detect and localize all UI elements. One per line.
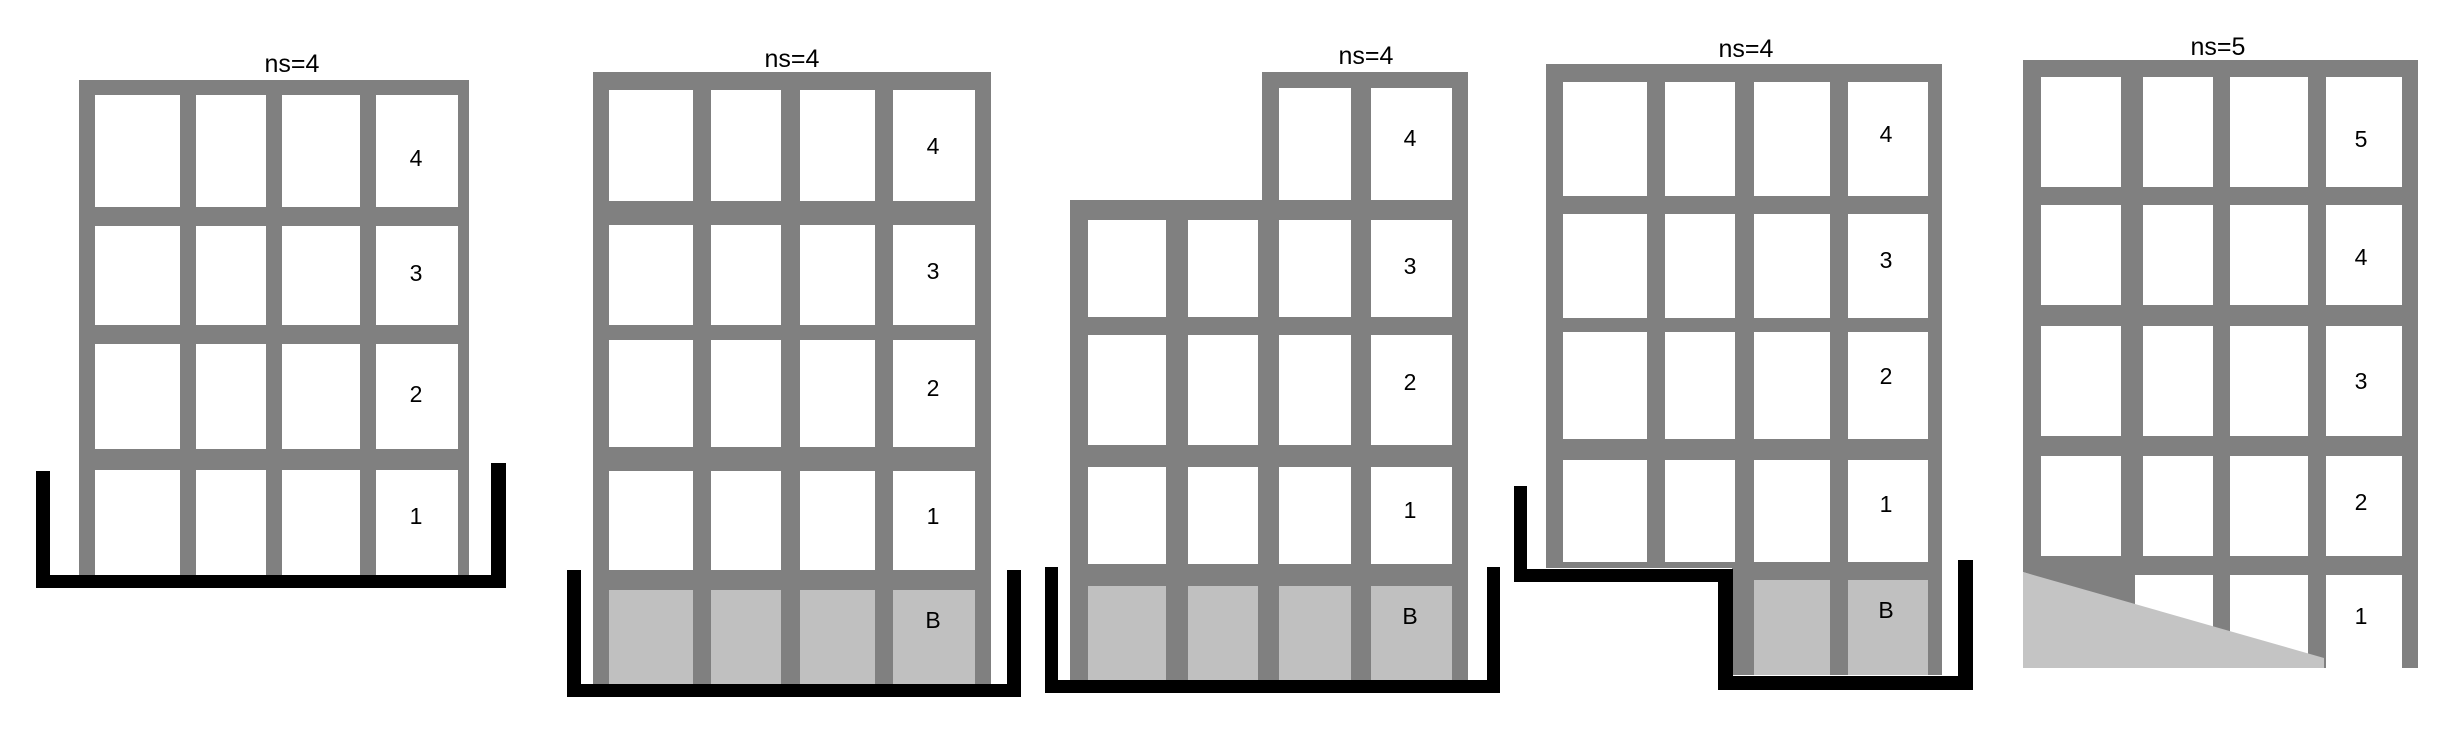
frame-4-basement-cells [1754, 580, 1928, 675]
frame-1-floor-label: 1 [410, 503, 423, 529]
frame-1: ns=4 4 3 2 1 [36, 50, 506, 588]
frame-3-openings [1088, 88, 1452, 564]
frame-4-openings [1563, 82, 1928, 562]
frame-2-title: ns=4 [765, 45, 820, 73]
frame-3-ground [1045, 567, 1500, 693]
frame-5-openings [2041, 77, 2402, 668]
frame-4-floor-label: 2 [1880, 363, 1893, 389]
frame-2-openings [609, 90, 975, 570]
frame-4-floor-label: 3 [1880, 247, 1893, 273]
frame-5-structure [2023, 60, 2418, 668]
frame-5-title: ns=5 [2191, 33, 2246, 61]
frame-2-ground [567, 570, 1021, 697]
frame-4-floor-label: 1 [1880, 491, 1893, 517]
frame-3-floor-label: 1 [1404, 497, 1417, 523]
frame-2-floor-label: 4 [927, 133, 940, 159]
frame-5-floor-label: 1 [2355, 603, 2368, 629]
frame-3-floor-label: B [1402, 603, 1417, 629]
frame-5-floor-label: 3 [2355, 368, 2368, 394]
frame-2-floor-label: 1 [927, 503, 940, 529]
frame-1-ground [36, 463, 506, 588]
frame-3: ns=4 4 3 2 1 B [1045, 42, 1500, 693]
frame-5-sloping-ground [2023, 572, 2324, 668]
frame-1-title: ns=4 [265, 50, 320, 78]
frame-5-floor-label: 4 [2355, 244, 2368, 270]
frame-3-title: ns=4 [1339, 42, 1394, 70]
frame-1-floor-label: 4 [410, 145, 423, 171]
frame-4-floor-label: 4 [1880, 121, 1893, 147]
frame-2-floor-label: 2 [927, 375, 940, 401]
frame-3-basement-cells [1088, 586, 1452, 680]
frame-5-floor-label: 5 [2355, 126, 2368, 152]
frame-4-title: ns=4 [1719, 35, 1774, 63]
frame-2-basement-cells [609, 590, 975, 685]
frame-5: ns=5 5 4 3 2 1 [2023, 33, 2418, 668]
frame-4: ns=4 4 3 2 1 B [1514, 35, 1973, 690]
frame-5-floor-label: 2 [2355, 489, 2368, 515]
frame-3-floor-label: 2 [1404, 369, 1417, 395]
frame-2: ns=4 4 3 2 1 B [567, 45, 1021, 697]
frame-3-floor-label: 3 [1404, 253, 1417, 279]
frame-4-ground [1514, 486, 1973, 690]
frame-3-floor-label: 4 [1404, 125, 1417, 151]
frame-3-structure [1070, 72, 1468, 680]
frame-2-floor-label: 3 [927, 258, 940, 284]
frame-1-openings [95, 95, 458, 575]
frame-1-floor-label: 3 [410, 260, 423, 286]
frame-4-floor-label: B [1878, 597, 1893, 623]
frame-1-floor-label: 2 [410, 381, 423, 407]
frame-2-floor-label: B [925, 607, 940, 633]
